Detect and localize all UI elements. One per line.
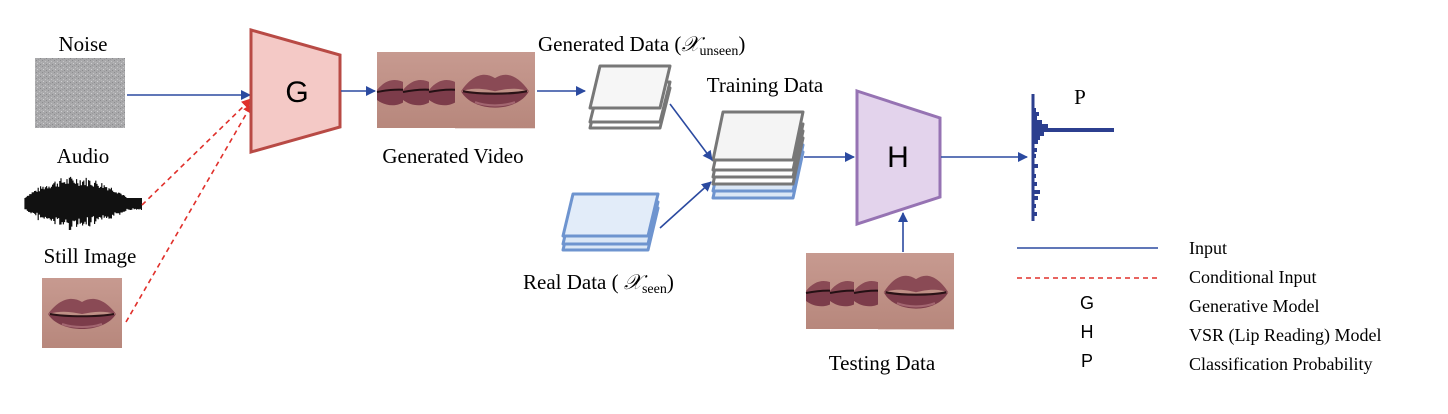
model-label: H — [887, 141, 909, 174]
model-block — [855, 88, 942, 227]
audio-waveform — [24, 176, 142, 230]
generated-to-training-arrow — [669, 103, 713, 161]
generator-label: G — [285, 76, 308, 109]
legend-p-desc: Classification Probability — [1189, 354, 1372, 374]
legend-p-key: P — [1081, 351, 1093, 371]
legend-g-desc: Generative Model — [1189, 296, 1319, 316]
probability-label: P — [1074, 85, 1086, 109]
image-to-g-conditional-arrow — [125, 103, 253, 323]
testing-data-label: Testing Data — [829, 351, 936, 375]
probability-histogram — [1031, 94, 1114, 221]
legend-h-key: H — [1081, 322, 1094, 342]
noise-label: Noise — [59, 32, 108, 56]
still-image-label: Still Image — [44, 244, 137, 268]
still-image-lips — [41, 277, 123, 349]
generated-data-stack — [588, 64, 672, 130]
testing-data-frames — [805, 251, 956, 331]
training-data-stack — [711, 110, 805, 200]
legend-g-key: G — [1080, 293, 1094, 313]
legend-conditional-label: Conditional Input — [1189, 267, 1317, 287]
generated-data-label: Generated Data (𝒳unseen) — [538, 32, 745, 59]
audio-label: Audio — [57, 144, 110, 168]
legend: Input Conditional Input G Generative Mod… — [1017, 238, 1381, 374]
audio-to-g-conditional-arrow — [141, 98, 252, 206]
legend-input-label: Input — [1189, 238, 1227, 258]
noise-image — [35, 58, 125, 128]
real-to-training-arrow — [659, 181, 712, 229]
legend-h-desc: VSR (Lip Reading) Model — [1189, 325, 1381, 346]
generated-video-frames — [376, 50, 537, 130]
generated-video-label: Generated Video — [382, 144, 523, 168]
real-data-label: Real Data ( 𝒳seen) — [523, 270, 674, 297]
real-data-stack — [561, 192, 660, 252]
generator-block — [249, 28, 342, 154]
training-data-label: Training Data — [707, 73, 824, 97]
